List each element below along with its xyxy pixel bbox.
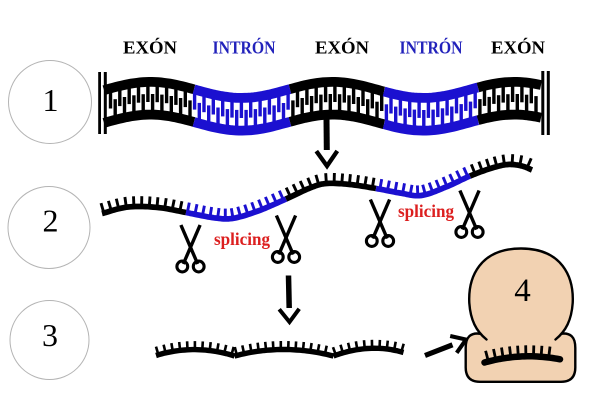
svg-text:EXÓN: EXÓN [491,37,545,58]
svg-text:splicing: splicing [214,229,270,249]
svg-text:splicing: splicing [398,201,454,221]
svg-text:INTRÓN: INTRÓN [400,37,463,58]
svg-text:2: 2 [43,203,59,239]
svg-text:EXÓN: EXÓN [315,37,369,58]
svg-text:3: 3 [42,317,58,353]
svg-text:4: 4 [514,273,531,309]
svg-text:EXÓN: EXÓN [123,37,177,58]
svg-text:1: 1 [43,82,59,118]
svg-text:INTRÓN: INTRÓN [213,37,276,58]
